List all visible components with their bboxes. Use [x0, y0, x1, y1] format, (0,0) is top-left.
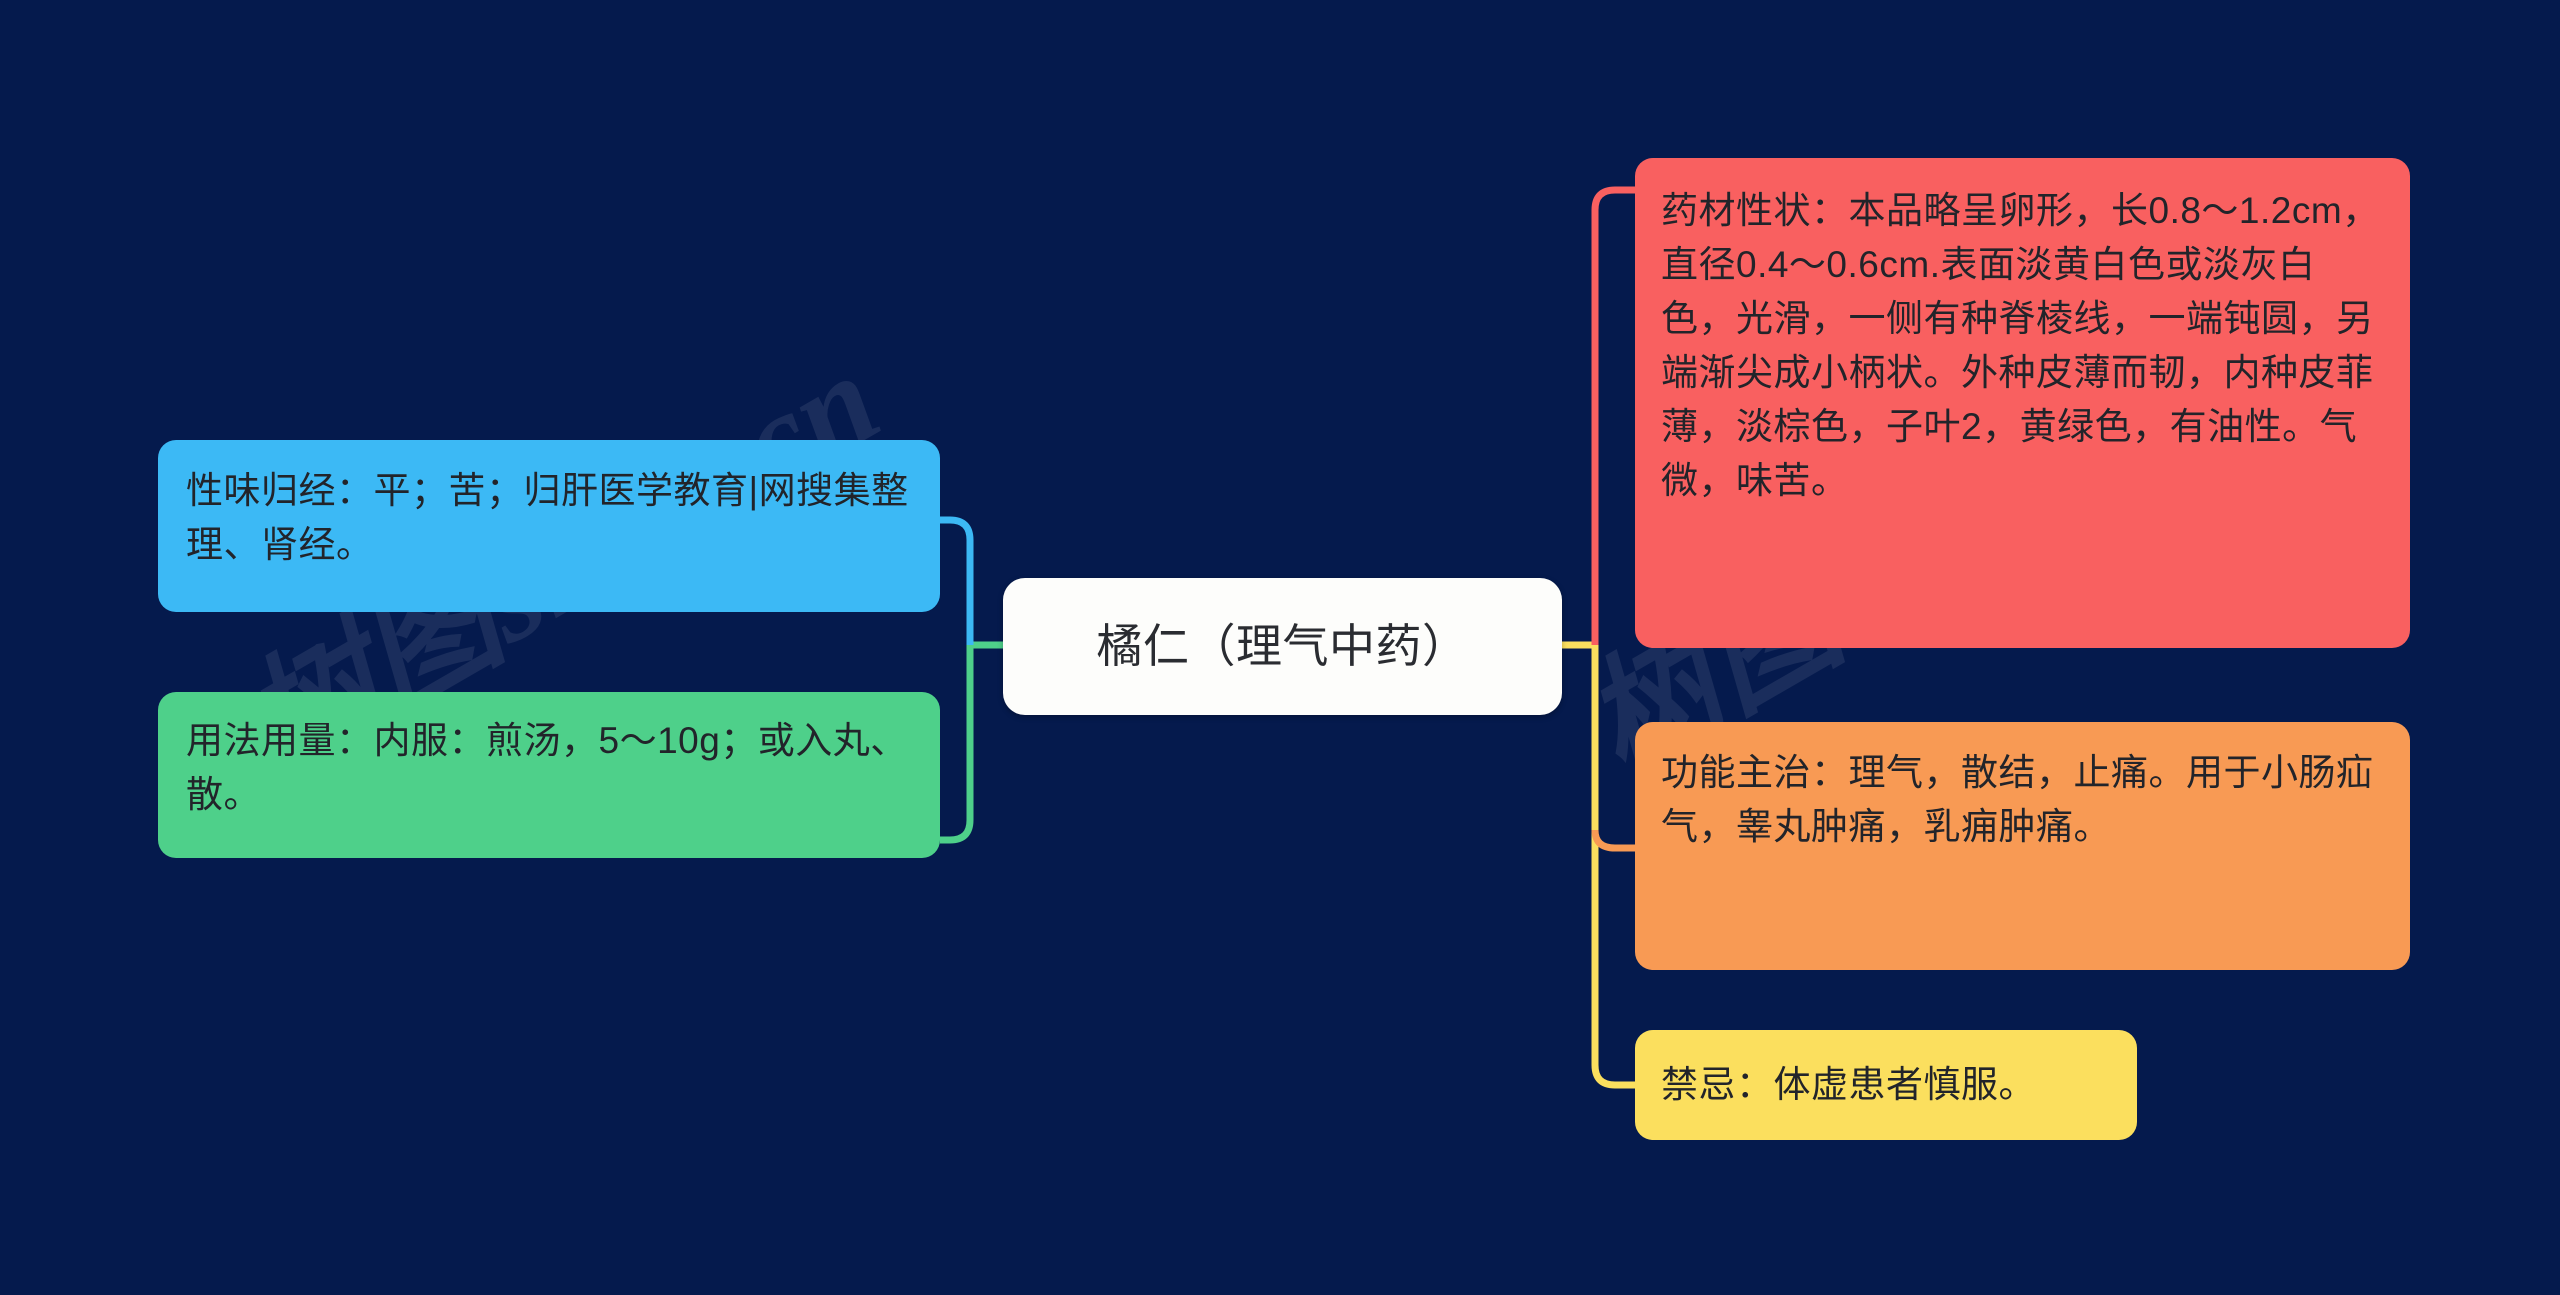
root-node-label: 橘仁（理气中药） — [1096, 619, 1469, 672]
branch-node-yaocai-xingzhuang[interactable]: 药材性状：本品略呈卵形，长0.8～1.2cm，直径0.4～0.6cm.表面淡黄白… — [1635, 158, 2410, 648]
root-node-juren[interactable]: 橘仁（理气中药） — [1003, 578, 1562, 715]
branch-label-jinji: 禁忌：体虚患者慎服。 — [1661, 1063, 2036, 1105]
branch-label-xingwei-guijing: 性味归经：平；苦；归肝医学教育|网搜集整理、肾经。 — [186, 470, 909, 566]
connector-to-xingwei — [940, 516, 974, 645]
branch-label-gongneng-zhuzhi: 功能主治：理气，散结，止痛。用于小肠疝气，睾丸肿痛，乳痈肿痛。 — [1661, 752, 2374, 848]
connector-to-jinji — [1591, 645, 1635, 1089]
branch-node-gongneng-zhuzhi[interactable]: 功能主治：理气，散结，止痛。用于小肠疝气，睾丸肿痛，乳痈肿痛。 — [1635, 722, 2410, 970]
connector-to-yaocai — [1591, 186, 1635, 645]
branch-node-jinji[interactable]: 禁忌：体虚患者慎服。 — [1635, 1030, 2137, 1140]
branch-node-yongfa-yongliang[interactable]: 用法用量：内服：煎汤，5～10g；或入丸、散。 — [158, 692, 940, 858]
connector-to-yongfa — [940, 645, 974, 844]
branch-node-xingwei-guijing[interactable]: 性味归经：平；苦；归肝医学教育|网搜集整理、肾经。 — [158, 440, 940, 612]
branch-label-yaocai-xingzhuang: 药材性状：本品略呈卵形，长0.8～1.2cm，直径0.4～0.6cm.表面淡黄白… — [1661, 190, 2380, 502]
branch-label-yongfa-yongliang: 用法用量：内服：煎汤，5～10g；或入丸、散。 — [186, 720, 908, 816]
connector-to-gongneng — [1591, 829, 1635, 852]
